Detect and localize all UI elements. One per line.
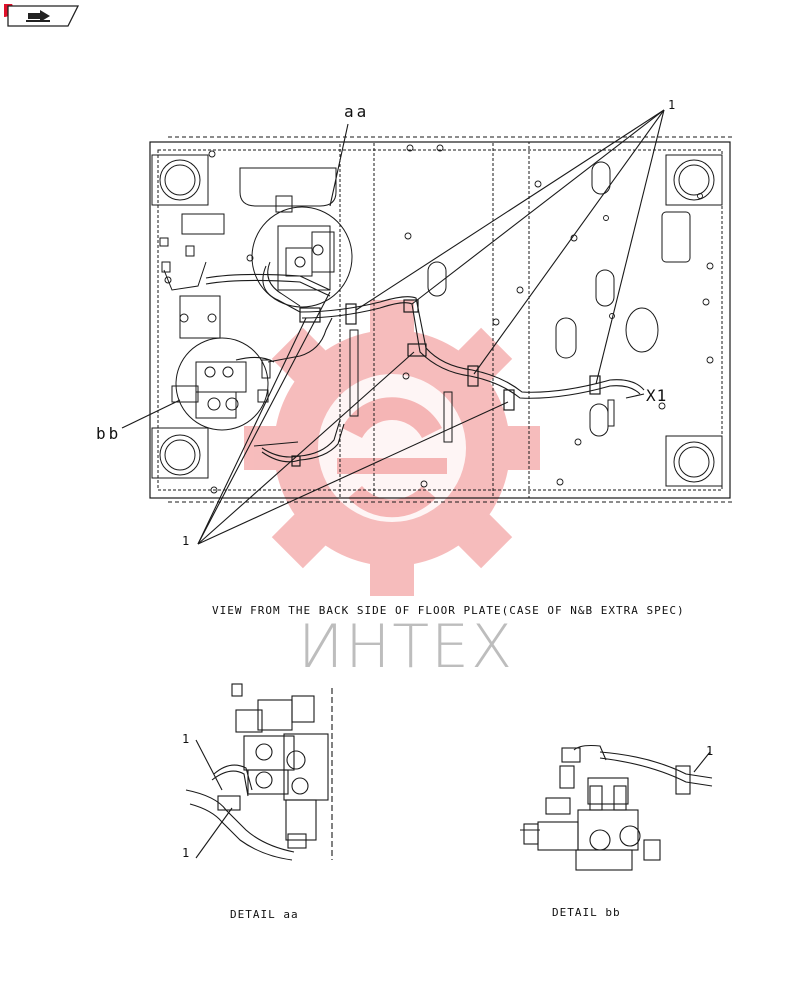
valve-assembly-bb bbox=[171, 295, 271, 431]
valve-assembly-aa bbox=[251, 195, 353, 313]
detail-bb-drawing bbox=[520, 744, 713, 871]
back-navigation-tag[interactable] bbox=[0, 0, 80, 28]
book-arrow-icon bbox=[26, 10, 50, 22]
callout-aa: aa bbox=[344, 102, 370, 121]
detail-aa-part-number-a: 1 bbox=[182, 732, 190, 746]
detail-aa-part-number-b: 1 bbox=[182, 846, 190, 860]
part-number-bottom: 1 bbox=[182, 534, 190, 548]
aa-leader bbox=[329, 123, 349, 207]
bolt-holes bbox=[208, 144, 714, 494]
callout-bb: bb bbox=[96, 424, 122, 443]
floor-plate-outline bbox=[149, 136, 732, 503]
watermark-text: ИНТЕХ bbox=[298, 612, 515, 682]
hose-clamps bbox=[291, 299, 601, 467]
x1-leader bbox=[625, 393, 645, 399]
left-fittings bbox=[159, 237, 207, 291]
detail-aa-drawing bbox=[185, 683, 333, 861]
part-number-top: 1 bbox=[668, 98, 676, 112]
callout-x1: X1 bbox=[646, 386, 668, 405]
main-view-caption: VIEW FROM THE BACK SIDE OF FLOOR PLATE(C… bbox=[212, 604, 685, 617]
corner-mounts bbox=[151, 154, 723, 487]
hose-bundle bbox=[205, 273, 645, 463]
detail-bb-caption: DETAIL bb bbox=[552, 906, 621, 919]
leader-lines-bottom bbox=[197, 291, 509, 545]
bb-leader bbox=[121, 399, 181, 429]
plate-cutouts bbox=[181, 161, 691, 447]
leader-lines-top bbox=[355, 109, 665, 385]
detail-bb-part-number: 1 bbox=[706, 744, 714, 758]
detail-aa-caption: DETAIL aa bbox=[230, 908, 299, 921]
